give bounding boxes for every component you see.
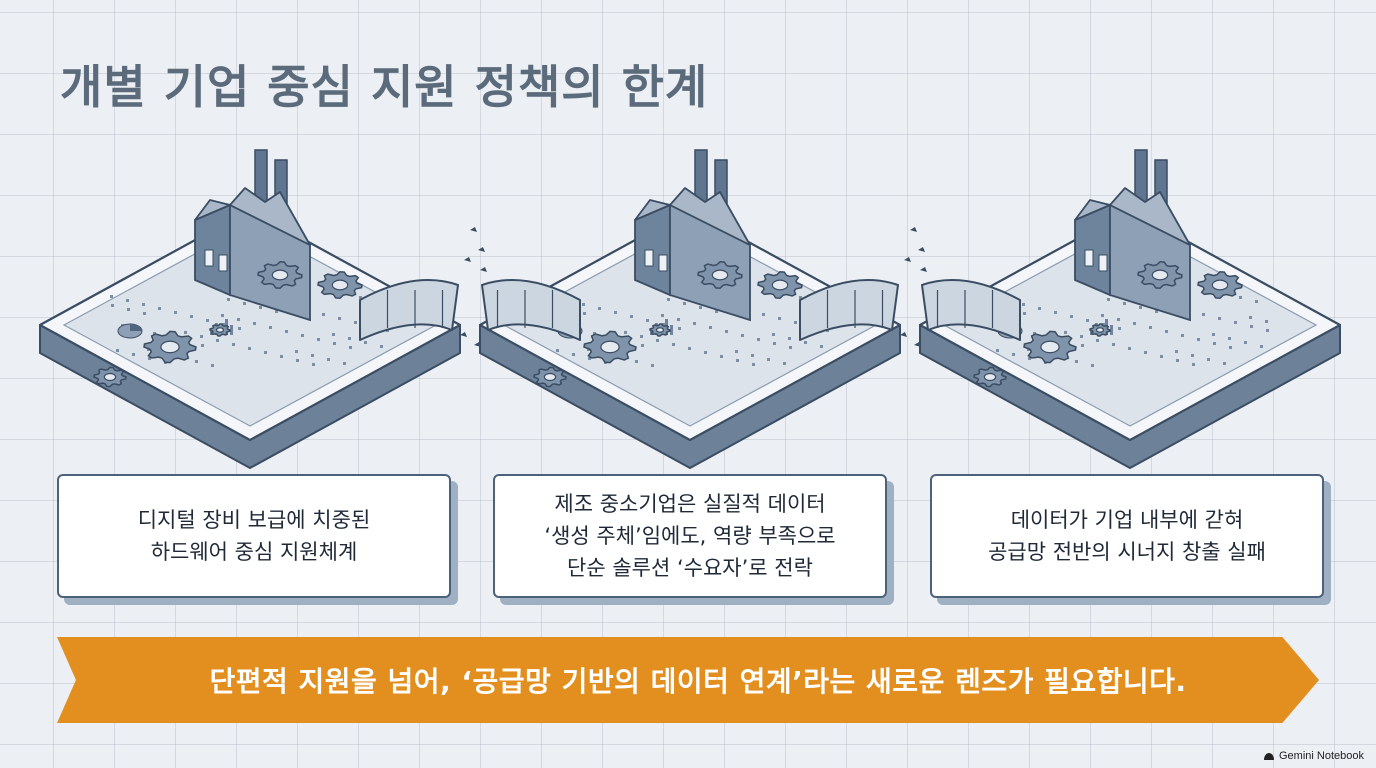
gear-icon [1023, 330, 1077, 364]
gear-icon [93, 366, 127, 388]
page-title: 개별 기업 중심 지원 정책의 한계 [60, 60, 709, 114]
card-line: 단순 솔루션 ‘수요자’로 전락 [567, 556, 813, 580]
gear-icon [317, 271, 363, 299]
gear-icon [1197, 271, 1243, 299]
platform-3 [918, 149, 1342, 469]
broken-bridge-1 [359, 227, 581, 347]
gear-icon [257, 261, 303, 289]
card-line: 하드웨어 중심 지원체계 [150, 540, 358, 564]
card-line: 제조 중소기업은 실질적 데이터 [554, 492, 826, 516]
card-line: 데이터가 기업 내부에 갇혀 [1010, 508, 1244, 532]
broken-bridge-2 [799, 227, 1021, 347]
gear-icon [757, 271, 803, 299]
gear-icon [649, 323, 671, 337]
limitation-card-silo: 데이터가 기업 내부에 갇혀 공급망 전반의 시너지 창출 실패 [930, 474, 1324, 598]
debris [460, 227, 487, 347]
limitation-card-hardware: 디지털 장비 보급에 치중된 하드웨어 중심 지원체계 [57, 474, 451, 598]
watermark-text: Gemini Notebook [1279, 750, 1364, 762]
gear-icon [973, 366, 1007, 388]
notebook-logo-icon [1264, 753, 1274, 760]
gear-icon [209, 323, 231, 337]
bridge-right-half [921, 279, 1021, 341]
platform-1 [38, 149, 462, 469]
conclusion-banner: 단편적 지원을 넘어, ‘공급망 기반의 데이터 연계’라는 새로운 렌즈가 필… [57, 637, 1319, 723]
card-line: 공급망 전반의 시너지 창출 실패 [988, 540, 1266, 564]
bridge-right-half [481, 279, 581, 341]
card-line: 디지털 장비 보급에 치중된 [137, 508, 371, 532]
card-line: ‘생성 주체’임에도, 역량 부족으로 [544, 524, 836, 548]
bridge-left-half [799, 279, 899, 341]
limitation-card-data-producer: 제조 중소기업은 실질적 데이터 ‘생성 주체’임에도, 역량 부족으로 단순 … [493, 474, 887, 598]
factory-icon [1074, 149, 1191, 322]
gear-icon [583, 330, 637, 364]
gear-icon [533, 366, 567, 388]
platform-2 [478, 149, 902, 469]
watermark: Gemini Notebook [1263, 750, 1364, 762]
bridge-left-half [359, 279, 459, 341]
gear-icon [1089, 323, 1111, 337]
isometric-illustration [38, 149, 1342, 469]
pie-chart-icon [117, 323, 143, 339]
factory-icon [634, 149, 751, 322]
gear-icon [1137, 261, 1183, 289]
gear-icon [697, 261, 743, 289]
conclusion-text: 단편적 지원을 넘어, ‘공급망 기반의 데이터 연계’라는 새로운 렌즈가 필… [209, 665, 1187, 698]
gear-icon [143, 330, 197, 364]
factory-icon [194, 149, 311, 322]
debris [900, 227, 927, 347]
